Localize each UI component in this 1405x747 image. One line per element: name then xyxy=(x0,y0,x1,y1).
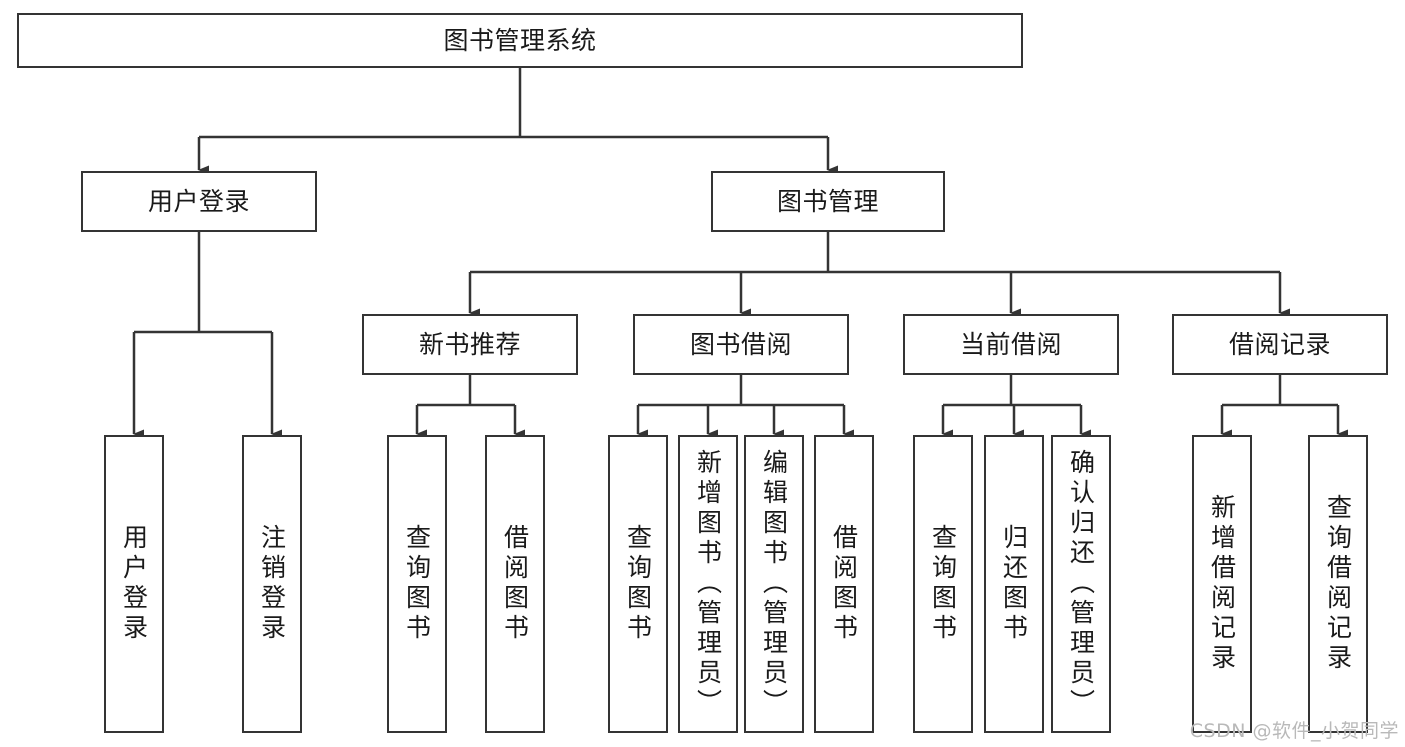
node-borrow-book-1[interactable]: 借阅图书 xyxy=(485,435,545,733)
watermark-text: CSDN @软件_小贺同学 xyxy=(1189,720,1399,742)
node-edit-book-admin[interactable]: 编辑图书（管理员） xyxy=(744,435,804,733)
node-label: 图书管理 xyxy=(776,186,879,216)
node-user-login[interactable]: 用户登录 xyxy=(81,171,317,232)
node-label: 新书推荐 xyxy=(418,329,521,359)
node-confirm-return-admin[interactable]: 确认归还（管理员） xyxy=(1051,435,1111,733)
node-add-book-admin[interactable]: 新增图书（管理员） xyxy=(678,435,738,733)
node-current-borrow[interactable]: 当前借阅 xyxy=(903,314,1119,375)
node-query-book-2[interactable]: 查询图书 xyxy=(608,435,668,733)
connector-book-borrow-to-leaves xyxy=(636,375,854,439)
node-borrow-book-2[interactable]: 借阅图书 xyxy=(814,435,874,733)
node-label: 当前借阅 xyxy=(959,329,1062,359)
node-label: 查询图书 xyxy=(928,524,958,644)
node-label: 查询借阅记录 xyxy=(1323,494,1353,674)
connector-new-book-recommend-to-leaves xyxy=(415,375,525,439)
node-label: 归还图书 xyxy=(999,524,1029,644)
node-borrow-record[interactable]: 借阅记录 xyxy=(1172,314,1388,375)
node-query-borrow-record[interactable]: 查询借阅记录 xyxy=(1308,435,1368,733)
node-return-book[interactable]: 归还图书 xyxy=(984,435,1044,733)
connector-current-borrow-to-leaves xyxy=(941,375,1091,439)
node-label: 查询图书 xyxy=(402,524,432,644)
node-user-login-leaf[interactable]: 用户登录 xyxy=(104,435,164,733)
node-label: 新增借阅记录 xyxy=(1207,494,1237,674)
node-book-borrow[interactable]: 图书借阅 xyxy=(633,314,849,375)
connector-user-login-to-leaves xyxy=(132,232,282,439)
node-label: 确认归还（管理员） xyxy=(1066,449,1096,719)
connector-book-management-to-level3 xyxy=(468,232,1290,318)
node-label: 查询图书 xyxy=(623,524,653,644)
node-label: 借阅图书 xyxy=(829,524,859,644)
connector-root-to-level2 xyxy=(197,68,838,175)
node-label: 新增图书（管理员） xyxy=(693,449,723,719)
node-book-management[interactable]: 图书管理 xyxy=(711,171,945,232)
node-logout-leaf[interactable]: 注销登录 xyxy=(242,435,302,733)
node-label: 注销登录 xyxy=(257,524,287,644)
node-label: 借阅图书 xyxy=(500,524,530,644)
node-label: 用户登录 xyxy=(147,186,250,216)
node-query-book-3[interactable]: 查询图书 xyxy=(913,435,973,733)
node-query-book-1[interactable]: 查询图书 xyxy=(387,435,447,733)
node-label: 借阅记录 xyxy=(1228,329,1331,359)
connector-borrow-record-to-leaves xyxy=(1220,375,1348,439)
node-label: 用户登录 xyxy=(119,524,149,644)
node-label: 图书借阅 xyxy=(689,329,792,359)
node-root[interactable]: 图书管理系统 xyxy=(17,13,1023,68)
node-new-book-recommend[interactable]: 新书推荐 xyxy=(362,314,578,375)
node-add-borrow-record[interactable]: 新增借阅记录 xyxy=(1192,435,1252,733)
node-label: 编辑图书（管理员） xyxy=(759,449,789,719)
node-label: 图书管理系统 xyxy=(443,25,597,55)
